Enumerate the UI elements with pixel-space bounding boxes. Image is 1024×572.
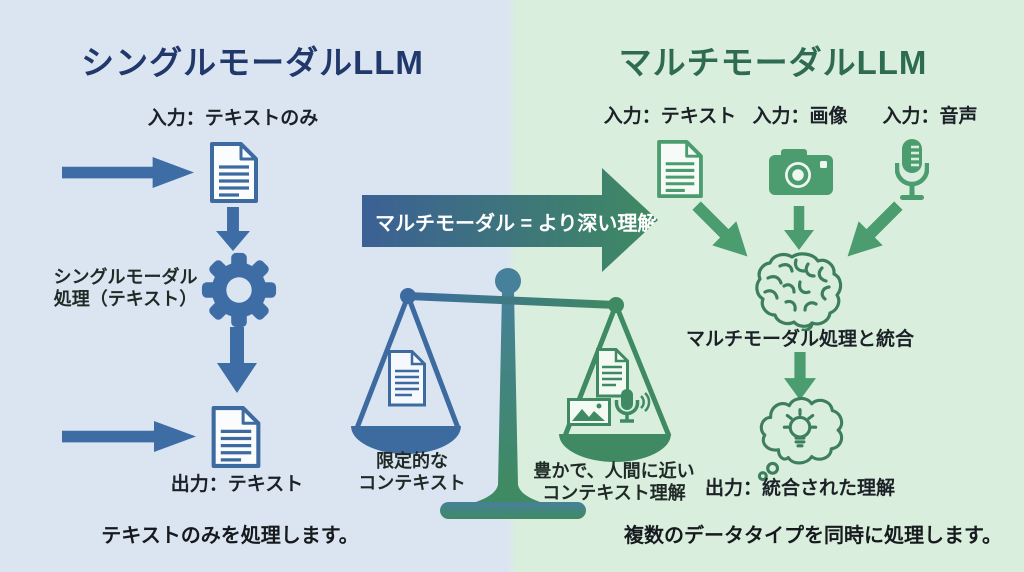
scale-left-label: 限定的な コンテキスト (322, 450, 502, 494)
camera-icon (769, 149, 833, 195)
arrow-down-icon (216, 207, 250, 251)
banner-label: マルチモーダル = より深い理解 (375, 212, 658, 235)
right-input-image-label: 入力：画像 (752, 106, 848, 127)
arrow-down-icon (784, 352, 816, 400)
brain-icon (755, 252, 843, 331)
right-caption: 複数のデータタイプを同時に処理します。 (624, 525, 1002, 547)
left-process-line2: 処理（テキスト） (53, 289, 198, 309)
document-icon (211, 406, 261, 468)
document-icon (596, 348, 629, 398)
arrow-down-icon (784, 206, 814, 250)
microphone-icon (895, 139, 929, 200)
microphone-icon (614, 389, 651, 423)
arrow-down-icon (217, 327, 257, 393)
right-input-text-label: 入力：テキスト (603, 106, 737, 127)
right-process-label: マルチモーダル処理と統合 (685, 329, 914, 350)
left-process-line1: シングルモーダル (53, 267, 198, 287)
right-panel-title: マルチモーダルLLM (618, 44, 928, 81)
scale-left-line2: コンテキスト (358, 473, 466, 493)
left-panel-title: シングルモーダルLLM (81, 44, 424, 81)
left-output-label: 出力：テキスト (170, 474, 304, 495)
thought-bubble-lightbulb-icon (757, 396, 844, 482)
scale-right-line1: 豊かで、人間に近い (533, 461, 695, 481)
arrow-down-left-icon (847, 201, 903, 257)
scale-right-label: 豊かで、人間に近い コンテキスト理解 (514, 460, 714, 504)
arrow-right-icon (62, 157, 194, 188)
balance-scale-icon (351, 268, 672, 519)
document-icon (210, 142, 258, 203)
left-process-label: シングルモーダル 処理（テキスト） (48, 266, 203, 310)
arrow-right-icon (62, 421, 196, 452)
document-icon (657, 139, 703, 199)
document-icon (388, 350, 426, 407)
scale-left-line1: 限定的な (376, 451, 448, 471)
left-caption: テキストのみを処理します。 (101, 525, 359, 547)
gear-icon (201, 252, 277, 328)
scale-right-line2: コンテキスト理解 (542, 483, 686, 503)
right-input-audio-label: 入力：音声 (882, 106, 978, 127)
left-input-label: 入力：テキストのみ (147, 108, 319, 129)
image-icon (567, 398, 611, 426)
right-output-label: 出力：統合された理解 (704, 478, 895, 499)
arrow-down-right-icon (692, 201, 748, 257)
